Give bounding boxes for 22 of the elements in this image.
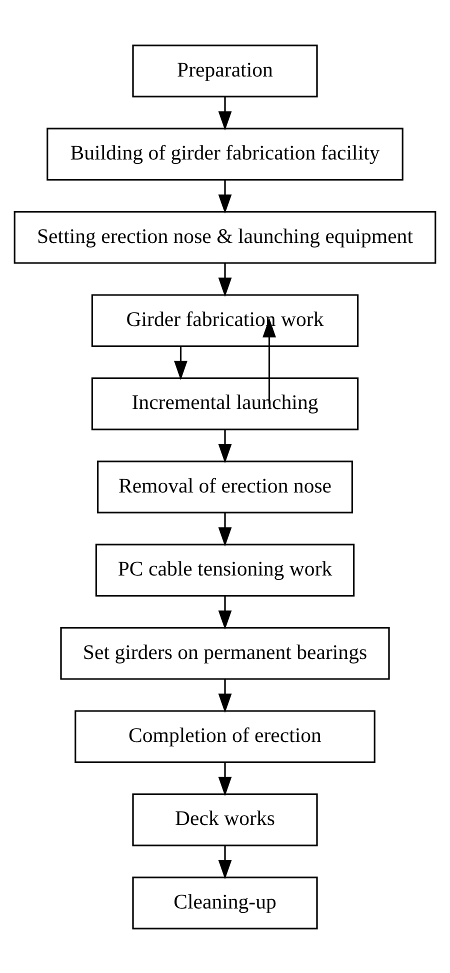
arrow xyxy=(218,180,232,214)
node-box: Preparation xyxy=(132,44,318,97)
arrow xyxy=(218,512,232,546)
arrow xyxy=(262,318,276,404)
arrow xyxy=(218,429,232,463)
node-box: Incremental launching xyxy=(91,376,359,430)
arrow xyxy=(174,346,188,380)
node-box: Removal of erection nose xyxy=(97,460,353,513)
arrow xyxy=(218,596,232,630)
arrow xyxy=(218,262,232,296)
node-box: Set girders on permanent bearings xyxy=(60,626,390,680)
node-box: Building of girder fabrication facility xyxy=(46,127,404,180)
node-box: Setting erection nose & launching equipment xyxy=(14,210,436,264)
node-box: Completion of erection xyxy=(74,710,376,762)
arrow xyxy=(218,678,232,712)
node-box: Deck works xyxy=(132,792,318,846)
arrow xyxy=(218,96,232,130)
arrow xyxy=(218,845,232,879)
arrow xyxy=(218,762,232,796)
node-box: PC cable tensioning work xyxy=(95,543,355,596)
node-box: Cleaning-up xyxy=(132,876,318,929)
node-box: Girder fabrication work xyxy=(91,294,359,346)
